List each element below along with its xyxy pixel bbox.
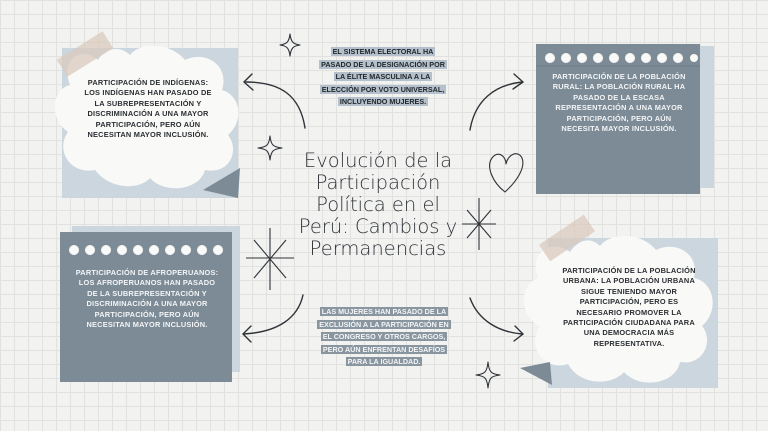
arrow-bottom-right-head (513, 325, 525, 342)
note-rural-paper (536, 44, 700, 194)
arrow-top-left-head (242, 73, 254, 91)
sparkle-icon (475, 361, 501, 389)
heart-icon (489, 153, 524, 193)
title-line: Política en el (316, 193, 440, 216)
note-indigenous-fold (203, 168, 240, 198)
tape-icon (56, 31, 114, 77)
page-title: Evolución de la Participación Política e… (288, 150, 468, 260)
title-line: Permanencias (309, 237, 447, 260)
sparkle-icon (279, 33, 301, 57)
note-afro-holes (69, 245, 223, 255)
note-afro-paper (60, 232, 232, 382)
bottom-center-box: Las mujeres han pasado de la exclusión a… (316, 306, 452, 369)
note-urban-fold (520, 362, 552, 385)
arrows (242, 73, 525, 343)
note-urban-cloud (523, 235, 713, 383)
arrow-top-right (469, 81, 523, 131)
tape-icon (539, 214, 595, 262)
note-rural-holes (545, 53, 698, 63)
title-line: Participación (315, 171, 441, 194)
star-burst-icon (246, 228, 294, 290)
arrow-top-left (245, 81, 306, 129)
top-center-text: El sistema electoral ha pasado de la des… (319, 47, 447, 107)
note-indigenous (54, 31, 240, 198)
note-afro (60, 226, 240, 382)
top-center-box: El sistema electoral ha pasado de la des… (316, 46, 450, 109)
note-rural-text: Participación de la población rural: La … (552, 72, 686, 134)
note-afro-text: Participación de afroperuanos: Los afrop… (75, 268, 219, 330)
arrow-bottom-left-head (242, 325, 252, 343)
title-line: Perú: Cambios y (298, 215, 458, 238)
note-urban-text: Participación de la población urbana: La… (562, 266, 696, 348)
note-indigenous-cloud (54, 45, 239, 189)
title-line: Evolución de la (303, 149, 453, 172)
note-rural (536, 44, 714, 194)
arrow-bottom-right (469, 297, 523, 335)
sparkle-icon (257, 135, 283, 161)
note-indigenous-text: Participación de indígenas: Los indígena… (84, 78, 212, 140)
star-burst-icon (462, 198, 496, 250)
arrow-bottom-left (243, 294, 304, 335)
arrow-top-right-head (512, 73, 525, 90)
note-urban (520, 214, 718, 388)
bottom-center-text: Las mujeres han pasado de la exclusión a… (317, 307, 451, 367)
